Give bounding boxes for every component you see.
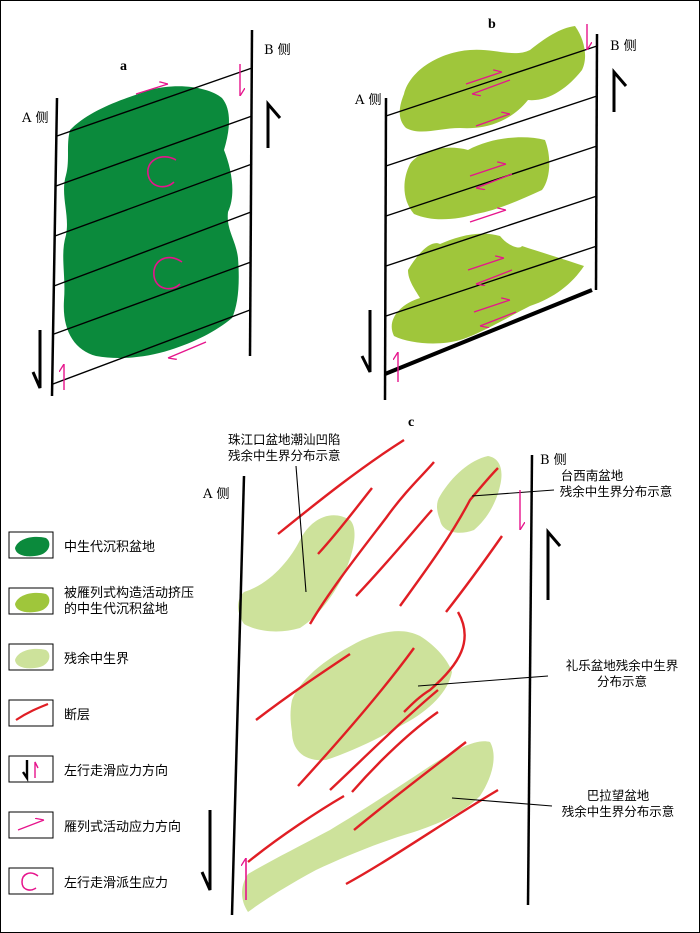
- panel-a-fault-b-side: [248, 29, 254, 357]
- panel-b-fault-b-side: [594, 33, 599, 291]
- legend-label: 雁列式活动应力方向: [64, 819, 181, 835]
- derived-stress-arc: [147, 156, 177, 188]
- legend-item-dark-basin: 中生代沉积盆地: [8, 531, 155, 559]
- sinistral-arrow-up: [266, 99, 282, 148]
- panel-b-side-a-label: A 侧: [354, 93, 382, 108]
- zhujiangkou-annotation-line2: 残余中生界分布示意: [228, 448, 341, 463]
- compressed-basin-shapes: [391, 26, 586, 344]
- en-echelon-stress-arrow: [135, 84, 169, 95]
- panel-b-fault-a-side: [383, 97, 388, 401]
- sinistral-arrow-up: [612, 67, 628, 112]
- panel-b-side-b-label: B 侧: [610, 39, 637, 54]
- panel-c-side-b-label: B 侧: [540, 453, 567, 468]
- panel-c-fault-b-side: [526, 454, 534, 906]
- annotation-leaders: [295, 465, 555, 807]
- panel-a-side-b-label: B 侧: [264, 43, 291, 58]
- liyue-annotation-line2: 分布示意: [597, 674, 647, 689]
- sinistral-arrow-up: [546, 527, 562, 600]
- legend-label: 的中生代沉积盆地: [64, 601, 168, 617]
- legend-label: 左行走滑派生应力: [64, 875, 168, 891]
- panel-b-stress-arrows: [465, 72, 517, 326]
- panel-c-side-a-label: A 侧: [202, 487, 230, 502]
- residual-mesozoic-shapes: [238, 456, 502, 912]
- zhujiangkou-annotation-line1: 珠江口盆地潮汕凹陷: [228, 432, 341, 447]
- panel-a-side-a-label: A 侧: [21, 111, 49, 126]
- panel-a-echelon-lines: [52, 67, 253, 385]
- legend-label: 左行走滑应力方向: [64, 763, 168, 779]
- sinistral-arrow-down: [31, 330, 42, 389]
- derived-stress-arc: [153, 256, 183, 290]
- legend-label: 被雁列式构造活动挤压: [64, 586, 194, 601]
- legend-item-fault: 断层: [8, 699, 90, 727]
- panel-b-basal-fault: [384, 288, 593, 376]
- fault-lines: [247, 438, 503, 886]
- legend-item-compressed-basin: 被雁列式构造活动挤压 的中生代沉积盆地: [8, 586, 194, 617]
- legend-label: 中生代沉积盆地: [64, 540, 155, 555]
- panel-a-fault-a-side: [50, 97, 59, 397]
- en-echelon-stress-arrow: [167, 341, 207, 358]
- taixinan-annotation-line2: 残余中生界分布示意: [560, 484, 673, 499]
- mesozoic-basin-shape: [63, 86, 239, 358]
- legend-item-residual-mesozoic: 残余中生界: [8, 643, 129, 671]
- panel-b: b A 侧 B 侧: [354, 17, 637, 401]
- panel-a-letter: a: [120, 59, 127, 74]
- legend: 中生代沉积盆地 被雁列式构造活动挤压 的中生代沉积盆地 残余中生界 断层 左行走…: [8, 531, 194, 895]
- legend-item-en-echelon-stress: 雁列式活动应力方向: [8, 811, 181, 839]
- panel-a: a A 侧 B 侧: [21, 29, 291, 397]
- panel-b-letter: b: [488, 17, 496, 32]
- balawang-annotation-line1: 巴拉望盆地: [587, 788, 650, 803]
- liyue-annotation-line1: 礼乐盆地残余中生界: [566, 658, 679, 673]
- legend-item-sinistral-strike-slip: 左行走滑应力方向: [8, 755, 168, 783]
- panel-c: c A 侧 B 侧: [200, 415, 679, 916]
- sinistral-arrow-down: [200, 810, 212, 891]
- legend-label: 残余中生界: [64, 651, 129, 667]
- panel-c-letter: c: [408, 415, 414, 430]
- panel-b-echelon-lines: [385, 45, 598, 317]
- legend-item-derived-stress: 左行走滑派生应力: [8, 867, 168, 895]
- sinistral-arrow-down: [360, 310, 372, 373]
- panel-c-fault-a-side: [230, 475, 246, 916]
- legend-label: 断层: [64, 708, 90, 723]
- balawang-annotation-line2: 残余中生界分布示意: [562, 804, 675, 819]
- taixinan-annotation-line1: 台西南盆地: [561, 468, 624, 483]
